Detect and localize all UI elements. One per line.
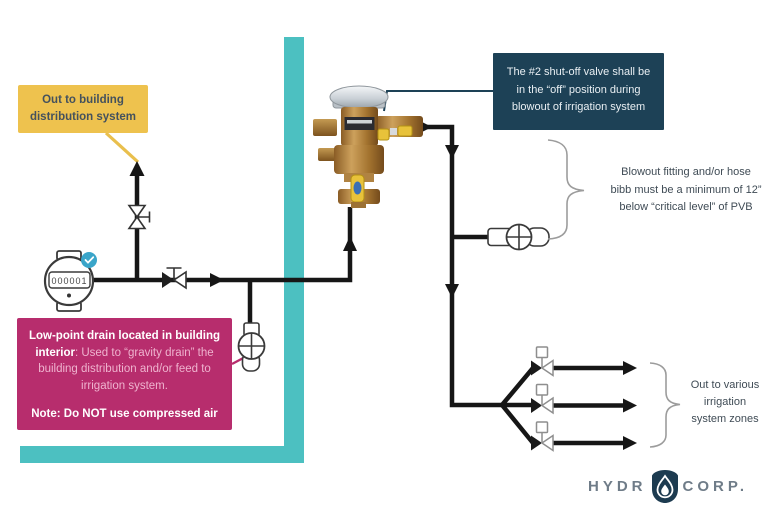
curly-brace-zones — [649, 362, 681, 448]
note-line: bibb must be a minimum of 12” — [610, 183, 762, 196]
callout-line: blowout of irrigation system — [511, 101, 646, 113]
pvb-shutoff2-handle — [397, 125, 413, 137]
pvb-bonnet-cap — [329, 85, 389, 109]
note-line: Out to various — [690, 379, 760, 391]
pipe-zone-branches — [500, 366, 535, 445]
callout-low-point-drain: Low-point drain located in building inte… — [17, 318, 232, 430]
note-line: below “critical level” of PVB — [619, 201, 753, 213]
note-irrigation-zones: Out to various irrigation system zones — [677, 377, 773, 428]
blowout-fitting-icon — [487, 223, 550, 251]
callout-line: The #2 shut-off valve shall be — [506, 66, 651, 78]
pipe-main — [93, 207, 353, 283]
flow-arrow-zone-1 — [623, 361, 637, 375]
flow-arrows — [129, 120, 637, 450]
note-line: system zones — [691, 413, 759, 425]
zone-valve-icon — [531, 421, 554, 452]
zone-valve-icon — [531, 383, 554, 415]
pvb-test-cock-handle — [377, 128, 390, 141]
water-meter: 000001 — [43, 250, 97, 312]
flow-arrow-down-1 — [445, 145, 459, 159]
note-blowout-fitting: Blowout fitting and/or hose bibb must be… — [595, 164, 777, 217]
check-icon — [81, 252, 97, 268]
callout-line: distribution system — [29, 111, 137, 123]
curly-brace-blowout — [547, 139, 585, 240]
callout-building-distribution: Out to building distribution system — [18, 85, 148, 133]
pipe-irrigation — [408, 124, 503, 408]
building-wall — [20, 37, 304, 463]
callout-line: Out to building — [42, 94, 124, 106]
drain-note: Note: Do NOT use compressed air — [31, 408, 218, 420]
zone-valves — [531, 346, 554, 452]
flow-arrow-zone-2 — [623, 398, 637, 413]
flow-arrow-down-2 — [445, 284, 459, 298]
building-shutoff-valve-icon — [127, 204, 151, 230]
logo-text-right: CORP. — [682, 477, 749, 495]
leader-line-yellow — [104, 131, 140, 164]
note-line: irrigation — [703, 396, 747, 408]
meter-display — [48, 271, 91, 289]
water-drop-icon — [651, 469, 678, 503]
meter-reading: 000001 — [51, 276, 87, 286]
main-shutoff-valve-icon — [162, 267, 187, 290]
callout-line: in the “off” position during — [516, 83, 641, 96]
flow-arrow-up-building — [129, 161, 145, 176]
leader-line-navy — [383, 90, 493, 112]
callout-shutoff-valve: The #2 shut-off valve shall be in the “o… — [493, 53, 664, 130]
flow-arrow-riser — [343, 236, 357, 251]
pipe-zone-runs — [552, 365, 626, 446]
curly-braces — [547, 139, 681, 448]
pvb-backflow-preventer — [313, 85, 423, 208]
flow-arrow-main — [210, 273, 224, 287]
drain-intro: Low-point drain located in building inte… — [28, 330, 220, 392]
zone-valve-icon — [531, 346, 554, 377]
low-point-drain-icon — [237, 322, 266, 372]
note-line: Blowout fitting and/or hose — [621, 166, 751, 178]
hydrocorp-logo: HYDR CORP. — [588, 468, 748, 504]
flow-arrow-zone-3 — [623, 436, 637, 450]
logo-text-left: HYDR — [588, 477, 647, 495]
